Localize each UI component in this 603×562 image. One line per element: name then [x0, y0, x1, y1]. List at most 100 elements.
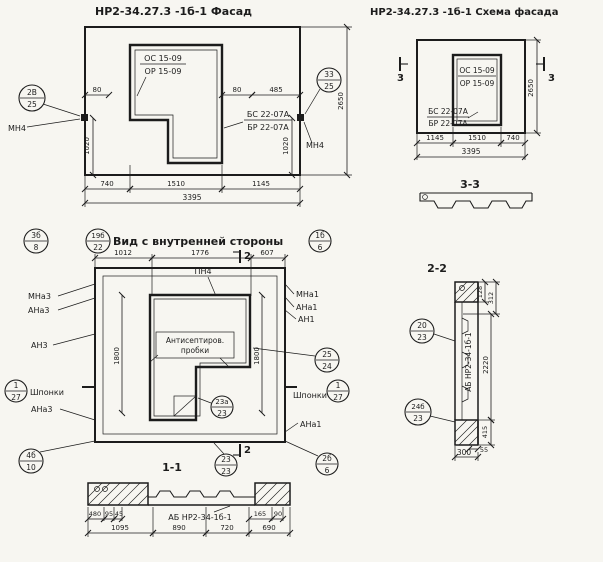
callout-bottom: 6: [318, 243, 323, 252]
callout-bottom: 24: [322, 362, 332, 371]
dim-690: 690: [262, 524, 275, 532]
dim-3395: 3395: [461, 147, 480, 156]
note-line2: пробки: [181, 346, 209, 355]
facade-title: НР2-34.27.3 -1б-1 Фасад: [95, 5, 252, 18]
dim-128: 128: [476, 286, 484, 298]
hatch: [254, 482, 291, 506]
callout-top: 23а: [215, 398, 228, 406]
dim-1800-left: 1800: [113, 347, 121, 365]
callout-top: 2б: [322, 454, 332, 463]
section-mark-2-bottom: 2: [244, 445, 251, 456]
dim-720: 720: [220, 524, 233, 532]
facade-opening-frame-inner: [134, 49, 218, 159]
leader-line: [303, 121, 313, 144]
dim-1020-right: 1020: [282, 137, 290, 155]
leader-line: [149, 354, 159, 363]
dim-1012: 1012: [114, 249, 132, 257]
leader-line: [26, 118, 81, 128]
lifting-loop: [459, 285, 465, 291]
schema-mark-bs: БС 22-07А: [428, 107, 469, 116]
callout-circle: [210, 395, 234, 419]
inner-panel-margin: [102, 275, 278, 435]
lifting-loop: [422, 194, 428, 200]
section-3-3-profile: [419, 193, 533, 209]
dim-1145: 1145: [252, 180, 270, 188]
callout-circle: [409, 318, 435, 344]
dim-1800-right: 1800: [253, 347, 261, 365]
section-solid-bottom: [454, 419, 479, 446]
key-profile: [461, 351, 469, 369]
inner-view-drawing: 3б 8 19б 22 Вид с внутренней стороны 1б …: [4, 228, 350, 477]
leader-line: [59, 408, 96, 421]
section-3-3-title: 3-3: [460, 178, 480, 191]
section-1-1-title: 1-1: [162, 461, 182, 474]
dim-607: 607: [260, 249, 273, 257]
callout-top: 2В: [27, 88, 37, 97]
dim-1095: 1095: [111, 524, 129, 532]
dim-1020-left: 1020: [83, 137, 91, 155]
leader-line: [284, 283, 295, 295]
callout-top: 1: [14, 381, 19, 390]
dim-55: 55: [480, 446, 488, 454]
schema-mark-or: ОР 15-09: [460, 79, 495, 88]
dim-300: 300: [457, 448, 472, 457]
section-strip-keys: [148, 490, 255, 498]
callout-top: 3б: [31, 231, 41, 240]
key-profile: [461, 385, 469, 403]
facade-opening-frame-outer: [128, 43, 224, 165]
label-ana1: АНа1: [296, 303, 317, 312]
dim-1776: 1776: [191, 249, 209, 257]
callout-circle: [85, 228, 111, 254]
callout-top: 24б: [411, 403, 424, 411]
dim-1510: 1510: [468, 134, 486, 142]
facade-mark-or: ОР 15-09: [145, 67, 182, 76]
section-mark-2-top: 2: [244, 251, 251, 262]
callout-bottom: 6: [325, 466, 330, 475]
dim-740: 740: [506, 134, 519, 142]
leader-line: [136, 76, 147, 97]
section-solid-top: [454, 281, 479, 303]
label-mna1: МНа1: [296, 290, 319, 299]
dim-165: 165: [254, 510, 266, 518]
schema-panel-outline: [416, 39, 526, 134]
callout-circle: [316, 67, 342, 93]
callout-top: 23: [221, 455, 231, 464]
label-ana1-bottom: АНа1: [300, 420, 321, 429]
leader-line: [52, 333, 96, 346]
key-detail-diagonal: [173, 395, 197, 417]
schema-mark-os: ОС 15-09: [459, 66, 495, 75]
leader-line: [284, 422, 299, 433]
callout-bottom: 23: [413, 414, 423, 423]
label-mna3: МНа3: [28, 292, 51, 301]
dim-3395: 3395: [182, 193, 201, 202]
beam-label-vertical: АБ НР2-34-1б-1: [464, 332, 473, 392]
leader-line: [213, 505, 231, 513]
anchor-plate-right: [297, 114, 304, 121]
callout-bottom: 27: [11, 393, 21, 402]
leader-line: [429, 415, 456, 423]
callout-bottom: 27: [333, 393, 343, 402]
dim-45: 45: [115, 510, 123, 518]
facade-mark-os: ОС 15-09: [144, 54, 182, 63]
dim-80-left: 80: [93, 86, 102, 94]
schema-title: НР2-34.27.3 -1б-1 Схема фасада: [370, 6, 559, 18]
dim-415: 415: [481, 426, 489, 438]
callout-circle: [23, 228, 49, 254]
dim-312: 312: [487, 292, 495, 304]
inner-view-title: Вид с внутренней стороны: [113, 235, 283, 248]
lifting-loop: [94, 486, 100, 492]
dim-485: 485: [269, 86, 282, 94]
label-an1: АН1: [298, 315, 315, 324]
facade-panel-outline: [84, 26, 301, 176]
leader-line: [433, 333, 456, 342]
callout-circle: [314, 347, 340, 373]
leader-line: [284, 440, 319, 457]
leader-line: [304, 88, 321, 115]
anchor-plate-left: [81, 114, 88, 121]
callout-top: 20: [417, 321, 427, 330]
facade-drawing: НР2-34.27.3 -1б-1 Фасад ОС 15-09 ОР 15-0…: [8, 5, 352, 207]
dim-2220: 2220: [482, 356, 490, 374]
callout-circle: [18, 84, 46, 112]
